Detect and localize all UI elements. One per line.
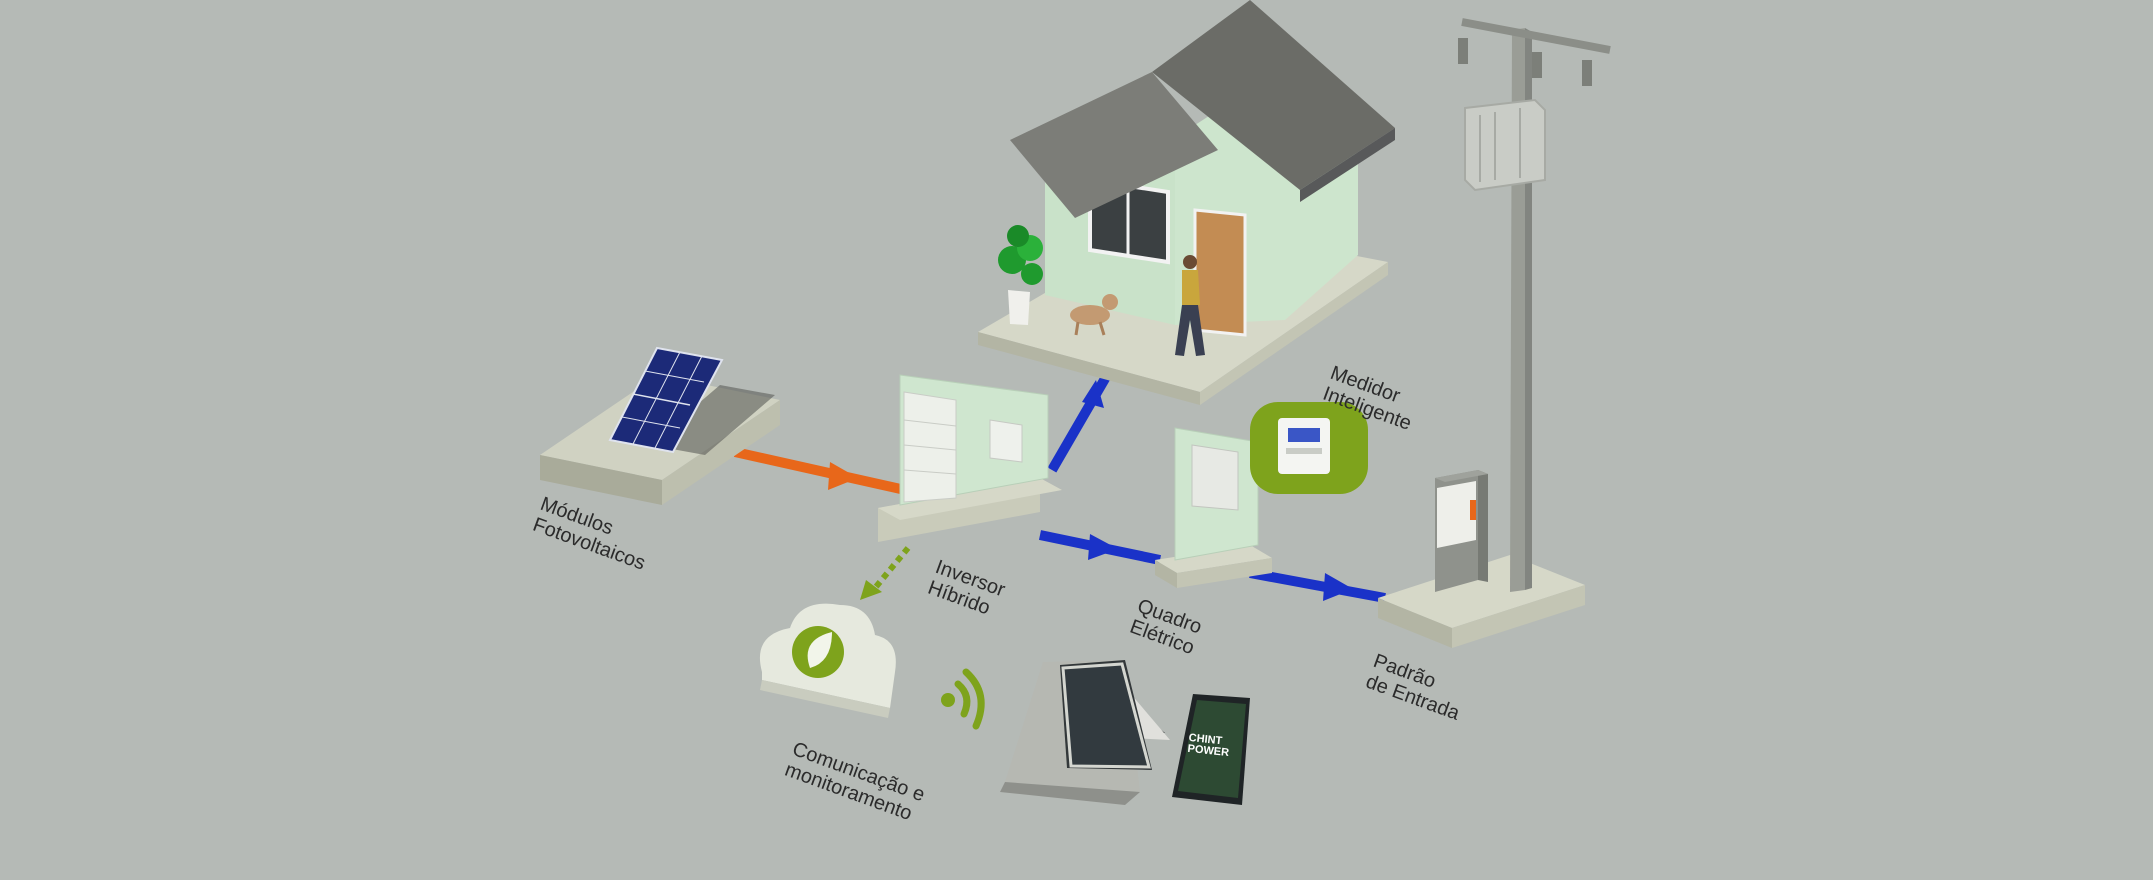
- utility-pole-icon: [1378, 18, 1611, 648]
- phone-brand: CHINT POWER: [1187, 732, 1231, 759]
- solar-panel-icon: [540, 346, 780, 505]
- ac-flow-line-to-house: [1047, 367, 1115, 473]
- electrical-panel-icon: [1155, 427, 1272, 588]
- dog-icon: [1070, 294, 1118, 336]
- data-flow-arrow: [860, 546, 911, 600]
- cloud-leaf-icon: [759, 603, 896, 718]
- ac-flow-line-to-grid: [1249, 568, 1386, 603]
- dc-flow-line: [733, 447, 907, 495]
- smartphone-icon: [1172, 694, 1250, 805]
- person-icon: [1175, 255, 1205, 356]
- inverter-icon: [878, 374, 1062, 542]
- potted-plant-icon: [998, 225, 1043, 325]
- house-icon: [978, 0, 1395, 405]
- wifi-signal-icon: [941, 668, 985, 730]
- ac-flow-line-to-panel: [1038, 530, 1162, 565]
- smart-meter-icon: [1250, 402, 1368, 494]
- laptop-icon: [1000, 660, 1170, 805]
